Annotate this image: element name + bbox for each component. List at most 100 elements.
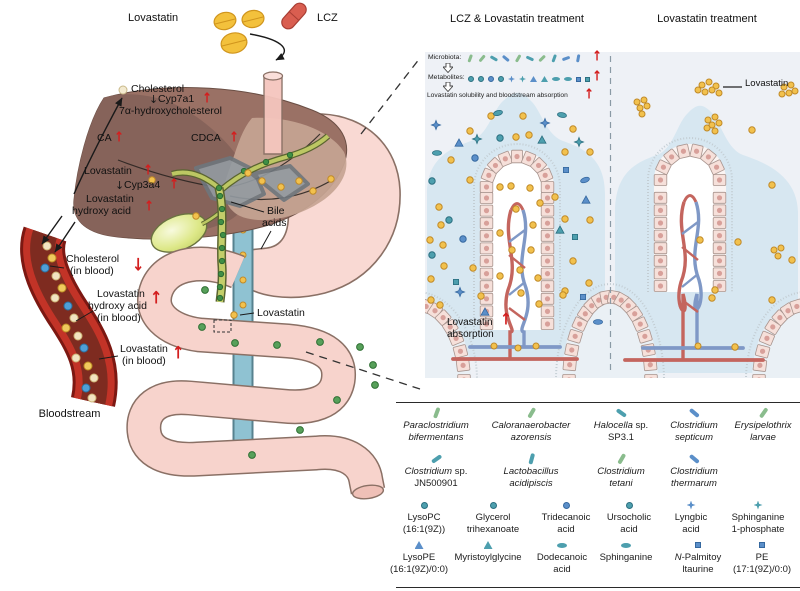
bile-acids-label2: acids (262, 217, 287, 229)
cholesterol-blood-label2: (in blood) (70, 265, 114, 277)
legend-item: LysoPC(16:1(9Z)) (386, 499, 462, 535)
hollow-down-arrow-icon (443, 82, 453, 92)
cholesterol-liver-label: Cholesterol (131, 83, 185, 95)
oval-icon (621, 542, 631, 548)
microbiota-label: Microbiota: (428, 54, 462, 61)
up-arrow-icon: ↑ (592, 47, 603, 65)
bacterium-icon (489, 54, 499, 62)
circle-icon (562, 501, 570, 509)
up-arrow-icon: ↑ (114, 128, 125, 146)
hollow-down-arrow-icon (443, 63, 453, 73)
up-arrow-icon: ↑ (172, 342, 185, 364)
up-arrow-icon: ↑ (150, 287, 163, 309)
circle-icon (488, 76, 494, 82)
rod-icon (430, 454, 442, 464)
square-icon (695, 542, 701, 548)
rod-icon (688, 408, 700, 418)
down-arrow-icon: ↓ (115, 179, 125, 192)
square-icon (759, 542, 765, 548)
rod-icon (526, 407, 536, 419)
legend-item: Halocella sp.SP3.1 (580, 407, 662, 443)
rod-icon (758, 407, 768, 419)
down-arrow-icon: ↓ (149, 93, 159, 106)
up-arrow-icon: ↑ (229, 128, 240, 146)
oval-icon (564, 77, 572, 81)
lovha-blood-label: Lovastatin (97, 288, 145, 300)
circle-icon (478, 76, 484, 82)
circle-icon (420, 501, 428, 509)
up-arrow-icon: ↑ (169, 175, 180, 193)
bile-acids-label: Bile (267, 205, 285, 217)
up-arrow-icon: ↑ (143, 161, 154, 179)
ca-label: CA (97, 132, 112, 144)
rod-icon (615, 408, 627, 418)
triangle-icon (483, 541, 493, 549)
bacterium-icon (514, 53, 522, 63)
triangle-icon (414, 541, 424, 549)
lovastatin-dots-liver (148, 169, 335, 319)
metabolites-icons-row (468, 73, 590, 85)
circle-icon (625, 501, 633, 509)
legend-item: Sphinganine (596, 539, 656, 564)
bile-dots (215, 151, 294, 302)
circle-icon (468, 76, 474, 82)
lovastatin-blood-label2: (in blood) (122, 355, 166, 367)
up-arrow-icon: ↑ (592, 67, 603, 85)
cyp3a4-label: Cyp3a4 (124, 179, 161, 191)
legend-item: Clostridium sp.JN500901 (392, 453, 480, 489)
up-arrow-icon: ↑ (202, 89, 213, 107)
cdca-label: CDCA (191, 132, 221, 144)
lovastatin-hydroxy-label2: hydroxy acid (72, 205, 131, 217)
star-icon (753, 500, 763, 510)
bacterium-icon (561, 55, 571, 61)
lovastatin-hydroxy-label: Lovastatin (86, 193, 134, 205)
bloodstream-label: Bloodstream (38, 408, 101, 420)
up-arrow-icon: ↑ (500, 310, 512, 330)
bacterium-icon (478, 54, 486, 62)
microbiota-icons-row (466, 52, 582, 64)
bacterium-icon (551, 53, 557, 63)
lovastatin-liver-label: Lovastatin (84, 165, 132, 177)
up-arrow-icon: ↑ (144, 197, 155, 215)
star-icon (519, 75, 526, 83)
triangle-icon (541, 76, 548, 82)
panel-title-left: LCZ & Lovastatin treatment (450, 13, 584, 25)
metabolites-label: Metabolites: (428, 74, 465, 81)
square-icon (576, 76, 581, 82)
rod-icon (432, 407, 440, 419)
triangle-icon (530, 76, 537, 82)
square-icon (585, 76, 590, 82)
esophagus (263, 75, 283, 155)
panel-lovastatin-label: Lovastatin (745, 78, 789, 89)
lcz-label: LCZ (317, 12, 338, 24)
legend-item: LysoPE(16:1(9Z)/0:0) (382, 539, 456, 575)
oval-icon (552, 77, 560, 81)
lcz-capsule (281, 2, 307, 30)
up-arrow-icon: ↑ (584, 85, 595, 103)
legend-item: PE(17:1(9Z)/0:0) (726, 539, 798, 575)
lovastatin-absorption-label: Lovastatin (447, 317, 493, 328)
panel-title-right: Lovastatin treatment (657, 13, 757, 25)
star-icon (508, 75, 515, 83)
cyp7a1-label: Cyp7a1 (158, 93, 195, 105)
lovastatin-pills (213, 9, 265, 54)
rod-icon (616, 453, 626, 465)
rod-icon (688, 454, 700, 464)
solubility-label: Lovastatin solubility and bloodstream ab… (427, 92, 568, 99)
lovastatin-top-label: Lovastatin (128, 12, 179, 24)
bacterium-icon (467, 53, 473, 63)
